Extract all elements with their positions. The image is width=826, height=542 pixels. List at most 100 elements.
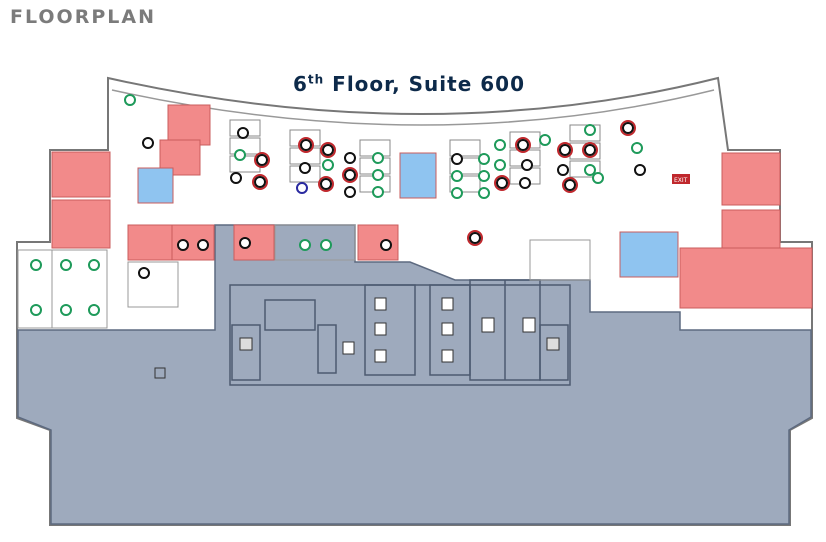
occupied-seat-marker[interactable] [559, 144, 571, 156]
occupied-seat-marker[interactable] [557, 164, 569, 176]
available-seat-marker[interactable] [60, 259, 72, 271]
occupied-seat-marker[interactable] [519, 177, 531, 189]
available-seat-marker[interactable] [60, 304, 72, 316]
available-seat-marker[interactable] [494, 159, 506, 171]
restroom-icon [374, 349, 387, 363]
available-seat-marker[interactable] [631, 142, 643, 154]
meeting-room[interactable] [137, 167, 174, 204]
section-header: FLOORPLAN [10, 6, 156, 28]
occupied-seat-marker[interactable] [197, 239, 209, 251]
restroom-icon [342, 341, 355, 355]
available-seat-marker[interactable] [372, 152, 384, 164]
stair-icon [239, 337, 253, 351]
meeting-room[interactable] [399, 152, 437, 199]
exit-sign-label: EXIT [674, 177, 688, 184]
flagged-seat-halo [557, 142, 573, 158]
office-room[interactable] [51, 151, 111, 198]
available-seat-marker[interactable] [372, 186, 384, 198]
office-room[interactable] [679, 247, 813, 309]
occupied-seat-marker[interactable] [322, 144, 334, 156]
flagged-seat-halo [562, 177, 578, 193]
occupied-seat-marker[interactable] [564, 179, 576, 191]
available-seat-marker[interactable] [88, 259, 100, 271]
stair-icon [546, 337, 560, 351]
available-seat-marker[interactable] [30, 304, 42, 316]
office-outline [274, 224, 356, 261]
available-seat-marker[interactable] [478, 153, 490, 165]
occupied-seat-marker[interactable] [469, 232, 481, 244]
occupied-seat-marker[interactable] [344, 186, 356, 198]
occupied-seat-marker[interactable] [320, 178, 332, 190]
available-seat-marker[interactable] [124, 94, 136, 106]
restroom-icon [374, 297, 387, 311]
occupied-seat-marker[interactable] [299, 162, 311, 174]
flagged-seat-halo [494, 175, 510, 191]
available-seat-marker[interactable] [322, 159, 334, 171]
occupied-seat-marker[interactable] [521, 159, 533, 171]
restroom-icon [441, 349, 454, 363]
office-room[interactable] [159, 139, 201, 176]
restroom-icon [441, 322, 454, 336]
available-seat-marker[interactable] [299, 239, 311, 251]
office-room[interactable] [721, 152, 781, 206]
occupied-seat-marker[interactable] [237, 127, 249, 139]
occupied-seat-marker[interactable] [634, 164, 646, 176]
column [154, 367, 166, 379]
available-seat-marker[interactable] [451, 187, 463, 199]
occupied-seat-marker[interactable] [584, 144, 596, 156]
occupied-seat-marker[interactable] [622, 122, 634, 134]
occupied-seat-marker[interactable] [138, 267, 150, 279]
flagged-seat-halo [467, 230, 483, 246]
occupied-seat-marker[interactable] [142, 137, 154, 149]
office-room[interactable] [357, 224, 399, 261]
available-seat-marker[interactable] [30, 259, 42, 271]
office-room[interactable] [51, 199, 111, 249]
flagged-seat-halo [342, 167, 358, 183]
occupied-seat-marker[interactable] [496, 177, 508, 189]
available-seat-marker[interactable] [234, 149, 246, 161]
office-room[interactable] [233, 224, 275, 261]
available-seat-marker[interactable] [320, 239, 332, 251]
available-seat-marker[interactable] [372, 169, 384, 181]
occupied-seat-marker[interactable] [177, 239, 189, 251]
title-suite: Floor, Suite 600 [324, 72, 525, 96]
meeting-room[interactable] [619, 231, 679, 278]
occupied-seat-marker[interactable] [344, 169, 356, 181]
occupied-seat-marker[interactable] [451, 153, 463, 165]
occupied-seat-marker[interactable] [517, 139, 529, 151]
title-floor-number: 6 [293, 72, 308, 96]
available-seat-marker[interactable] [478, 170, 490, 182]
occupied-seat-marker[interactable] [239, 237, 251, 249]
available-seat-marker[interactable] [88, 304, 100, 316]
flagged-seat-halo [620, 120, 636, 136]
flagged-seat-halo [254, 152, 270, 168]
available-seat-marker[interactable] [584, 124, 596, 136]
available-seat-marker[interactable] [478, 187, 490, 199]
office-room[interactable] [167, 104, 211, 146]
desk [449, 139, 481, 157]
occupied-seat-marker[interactable] [296, 182, 308, 194]
occupied-seat-marker[interactable] [344, 152, 356, 164]
occupied-seat-marker[interactable] [256, 154, 268, 166]
flagged-seat-halo [252, 174, 268, 190]
desk [229, 137, 261, 155]
office-room[interactable] [127, 224, 173, 261]
flagged-seat-halo [582, 142, 598, 158]
occupied-seat-marker[interactable] [300, 139, 312, 151]
occupied-seat-marker[interactable] [230, 172, 242, 184]
office-outline [51, 249, 108, 329]
office-room[interactable] [721, 209, 781, 251]
restroom-icon [374, 322, 387, 336]
title-ordinal: th [307, 72, 325, 87]
occupied-seat-marker[interactable] [254, 176, 266, 188]
available-seat-marker[interactable] [494, 139, 506, 151]
available-seat-marker[interactable] [539, 134, 551, 146]
occupied-seat-marker[interactable] [380, 239, 392, 251]
available-seat-marker[interactable] [451, 170, 463, 182]
flagged-seat-halo [298, 137, 314, 153]
core-walls [229, 279, 571, 386]
flagged-seat-halo [515, 137, 531, 153]
available-seat-marker[interactable] [584, 164, 596, 176]
available-seat-marker[interactable] [592, 172, 604, 184]
